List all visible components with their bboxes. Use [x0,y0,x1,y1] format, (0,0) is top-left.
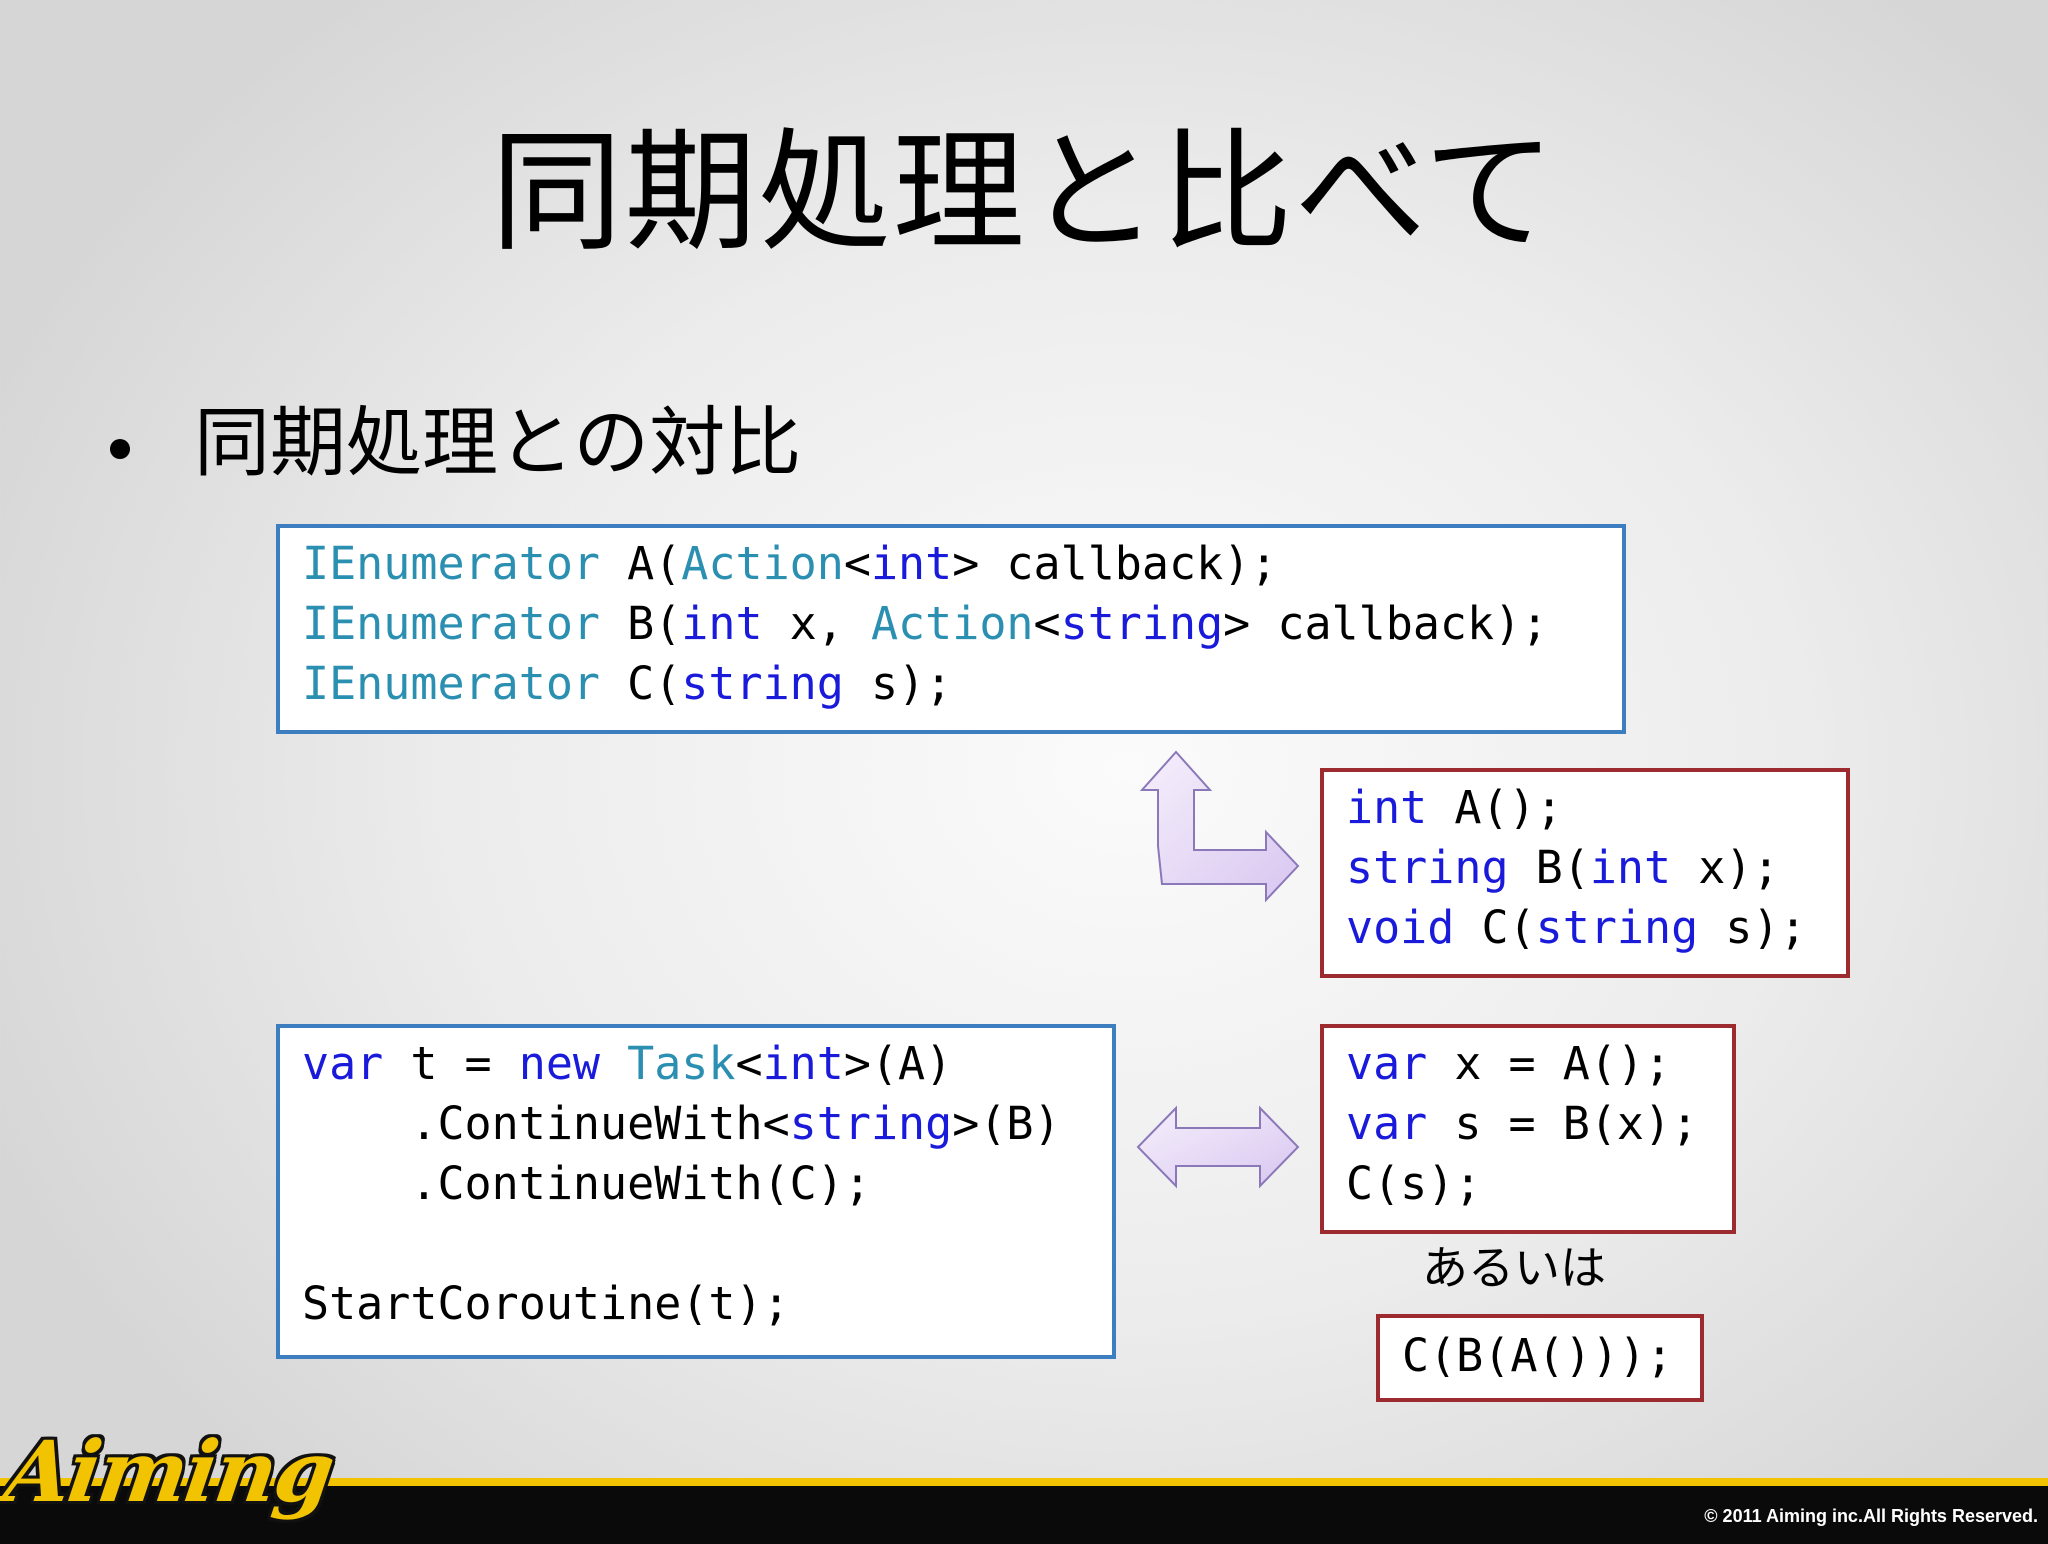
code-type: IEnumerator [302,537,601,590]
code-text: s); [843,657,953,710]
code-keyword: var [1346,1037,1428,1090]
bullet-item: 同期処理との対比 [110,395,801,491]
code-text: x = A(); [1427,1037,1672,1090]
code-box-async-signatures: IEnumerator A(Action<int> callback);IEnu… [276,524,1626,734]
slide-title: 同期処理と比べて [490,116,1558,270]
code-keyword: string [681,657,844,710]
bullet-text: 同期処理との対比 [194,398,802,487]
code-keyword: void [1346,901,1455,954]
code-text: < [843,537,871,590]
code-text: B( [600,597,682,650]
code-keyword: string [789,1097,953,1150]
code-type: Action [870,597,1034,650]
code-text: t = [383,1037,519,1090]
bend-arrow-icon [1139,750,1300,903]
code-text: < [1033,597,1061,650]
code-text: A(); [1427,781,1563,834]
aiming-logo: Aiming [0,1422,339,1521]
code-line: var t = new Task<int>(A) [302,1034,1112,1094]
code-box-sync-calls: var x = A();var s = B(x);C(s); [1320,1024,1736,1234]
alternatively-label: あるいは [1422,1241,1606,1295]
code-line: string B(int x); [1346,838,1846,898]
code-text: >(A) [843,1037,953,1090]
code-text: C( [1454,901,1536,954]
code-text: x); [1671,841,1780,894]
code-text: s); [1698,901,1807,954]
code-type: IEnumerator [302,597,601,650]
code-line: IEnumerator C(string s); [302,654,1622,714]
code-keyword: string [1060,597,1224,650]
code-text: < [735,1037,763,1090]
code-line: StartCoroutine(t); [302,1274,1112,1334]
code-line: C(B(A())); [1402,1326,1700,1386]
code-text: A( [600,537,682,590]
code-line: .ContinueWith<string>(B) [302,1094,1112,1154]
double-arrow-icon [1136,1105,1300,1189]
code-text: >(B) [952,1097,1061,1150]
code-keyword: int [870,537,953,590]
bullet-dot-icon [110,439,130,459]
code-keyword: string [1346,841,1509,894]
code-keyword: int [1346,781,1428,834]
copyright-notice: © 2011 Aiming inc.All Rights Reserved. [1704,1506,2038,1526]
code-text: C( [600,657,682,710]
code-keyword: var [1346,1097,1428,1150]
code-line: int A(); [1346,778,1846,838]
code-text [600,1037,627,1090]
code-line: void C(string s); [1346,898,1846,958]
code-keyword: int [762,1037,844,1090]
code-line: .ContinueWith(C); [302,1154,1112,1214]
code-type: Action [681,537,844,590]
footer-bar [0,1478,2048,1544]
code-type: Task [627,1037,736,1090]
code-type: IEnumerator [302,657,601,710]
code-keyword: int [1589,841,1672,894]
code-box-nested-call: C(B(A())); [1376,1314,1704,1402]
code-text: > callback); [1223,597,1549,650]
code-text: B( [1508,841,1590,894]
code-line: IEnumerator A(Action<int> callback); [302,534,1622,594]
code-text: .ContinueWith< [302,1097,790,1150]
code-text: C(B(A())); [1402,1329,1673,1382]
code-box-sync-signatures: int A();string B(int x);void C(string s)… [1320,768,1850,978]
code-keyword: var [302,1037,384,1090]
code-keyword: string [1535,901,1699,954]
code-box-task-chain: var t = new Task<int>(A) .ContinueWith<s… [276,1024,1116,1359]
code-text: > callback); [952,537,1278,590]
code-keyword: new [518,1037,601,1090]
code-line: IEnumerator B(int x, Action<string> call… [302,594,1622,654]
code-text: s = B(x); [1427,1097,1699,1150]
code-text: .ContinueWith(C); [302,1157,871,1210]
code-line: var s = B(x); [1346,1094,1732,1154]
code-line: var x = A(); [1346,1034,1732,1094]
code-text: x, [762,597,871,650]
code-keyword: int [681,597,763,650]
code-line: C(s); [1346,1154,1732,1214]
code-line [302,1214,1112,1274]
code-text: C(s); [1346,1157,1482,1210]
code-text: StartCoroutine(t); [302,1277,790,1330]
